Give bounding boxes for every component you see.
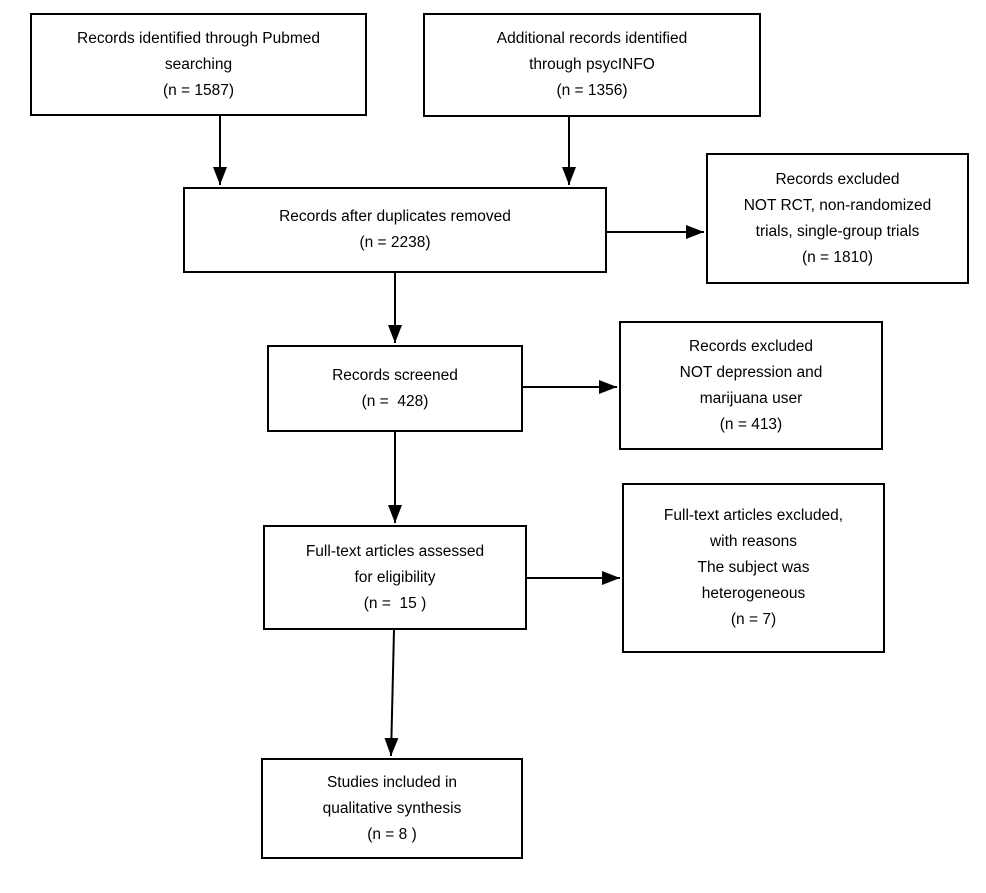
box-records-excluded-not-rct: Records excluded NOT RCT, non-randomized… [706, 153, 969, 284]
box-records-after-duplicates-removed: Records after duplicates removed (n = 22… [183, 187, 607, 273]
box-records-screened: Records screened (n = 428) [267, 345, 523, 432]
box-records-excluded-not-topic: Records excluded NOT depression and mari… [619, 321, 883, 450]
arrow-fulltext-to-included [384, 629, 399, 757]
box-studies-included-qualitative-synthesis: Studies included in qualitative synthesi… [261, 758, 523, 859]
box-fulltext-articles-assessed: Full-text articles assessed for eligibil… [263, 525, 527, 630]
box-fulltext-articles-excluded: Full-text articles excluded, with reason… [622, 483, 885, 653]
box-records-identified-pubmed: Records identified through Pubmed search… [30, 13, 367, 116]
box-additional-records-psycinfo: Additional records identified through ps… [423, 13, 761, 117]
